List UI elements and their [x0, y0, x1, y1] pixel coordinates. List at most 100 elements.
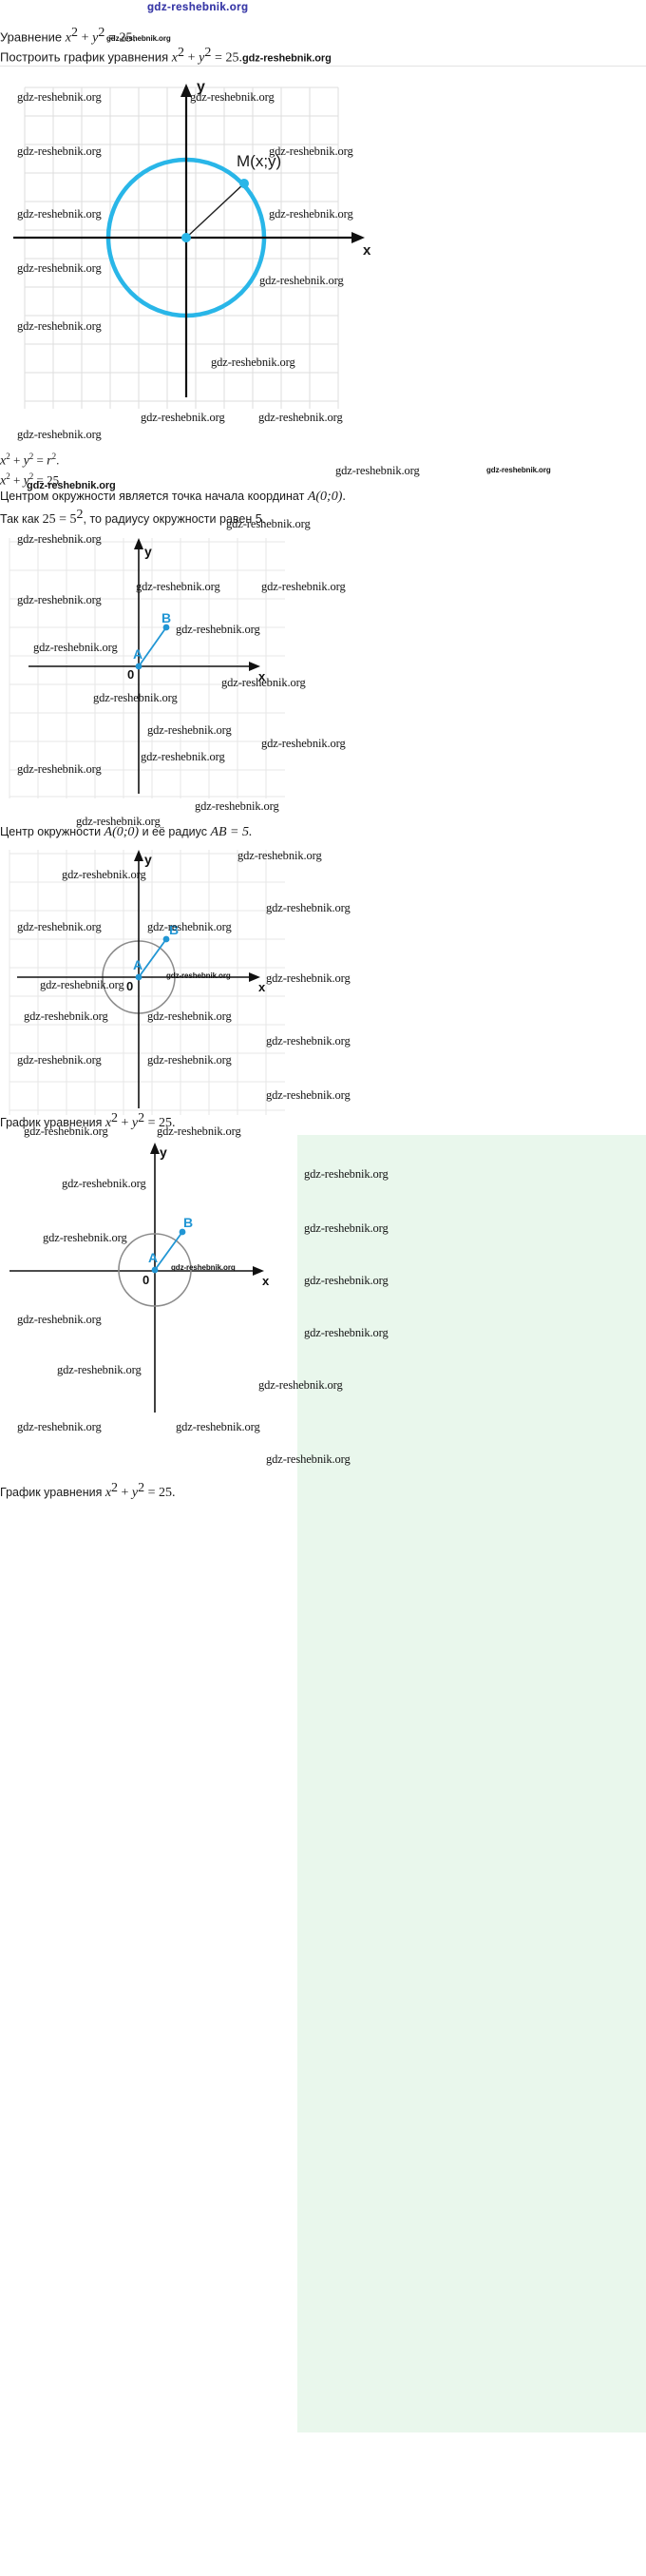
point-b [179, 1228, 186, 1236]
title-var-y: y [92, 30, 99, 46]
task-var-y: y [199, 50, 205, 66]
point-m [239, 179, 249, 188]
goe-value: 25. [159, 1116, 176, 1131]
y-axis-label: y [160, 1144, 167, 1160]
point-a-label: A [133, 957, 143, 972]
origin-point [181, 233, 191, 242]
grid-lines [24, 87, 339, 409]
watermark: gdz-reshebnik.org [17, 428, 102, 441]
task-var-x: x [171, 50, 179, 66]
center-dot: . [342, 490, 346, 504]
task-value: 25. [225, 50, 243, 66]
divider [0, 66, 646, 67]
point-b [162, 935, 170, 943]
gf-dot: . [56, 452, 60, 468]
axes [13, 91, 357, 397]
y-axis-arrow [180, 84, 192, 97]
radius-prefix: Так как [0, 512, 40, 527]
footer-y: y [131, 1486, 139, 1501]
axes [17, 857, 253, 1108]
segment-ab [138, 938, 167, 978]
radius-5: 5 [69, 512, 77, 528]
point-b-label: B [183, 1215, 194, 1230]
task-prefix: Построить график уравнения [0, 49, 169, 65]
page-title: Уравнение x2 + y2 = 25. [0, 26, 136, 46]
x-axis-label: x [262, 1274, 270, 1288]
x-axis-label: x [258, 669, 266, 683]
goe-y: y [131, 1116, 139, 1131]
footer-value: 25. [159, 1486, 176, 1501]
graph-of-equation-line: График уравнения x2 + y2 = 25. [0, 1111, 176, 1131]
radius-suffix: , то радиусу окружности равен 5. [83, 512, 266, 527]
footer-x-exp: 2 [111, 1481, 119, 1495]
title-x-exp: 2 [70, 26, 78, 40]
eq-equals: = [36, 472, 44, 488]
origin-label: 0 [126, 979, 134, 993]
grid-lines [9, 850, 285, 1115]
watermark: gdz-reshebnik.org [486, 466, 551, 474]
watermark: gdz-reshebnik.org [17, 1420, 102, 1433]
segment-ab [138, 626, 167, 667]
title-prefix: Уравнение [0, 29, 63, 45]
brand-watermark: gdz-reshebnik.org [147, 2, 249, 13]
circle-graph [118, 1233, 192, 1307]
goe-eq: = [147, 1116, 156, 1131]
task-eq: = [215, 50, 222, 66]
figure-4-canvas [10, 1143, 264, 1413]
watermark: gdz-reshebnik.org [176, 1420, 260, 1433]
eq-x-exp: 2 [6, 471, 10, 481]
radius-eq: = [59, 512, 67, 528]
task-line: Построить график уравнения x2 + y2 = 25.… [0, 46, 332, 66]
grid-lines [9, 538, 285, 798]
y-axis-label: y [144, 544, 152, 559]
cr-ab: AB = 5. [210, 825, 253, 839]
center-point: A(0;0) [307, 490, 343, 504]
figure-2-canvas [9, 538, 285, 798]
radius-25: 25 [42, 512, 56, 528]
cr-prefix: Центр окружности [0, 825, 102, 838]
goe-plus: + [121, 1116, 129, 1131]
eq-plus: + [12, 472, 21, 488]
eq-y: y [23, 473, 29, 489]
y-axis-arrow [134, 850, 143, 861]
x-axis-label: x [363, 242, 371, 259]
figure-3-canvas [9, 850, 285, 1115]
x-axis-arrow [352, 232, 365, 243]
y-axis-label: y [197, 79, 205, 95]
equation-line: x2 + y2 = 25 [0, 471, 59, 489]
x-axis-arrow [253, 1266, 264, 1276]
segment-ab [154, 1231, 183, 1271]
title-value: 25. [119, 30, 137, 46]
eq-y-exp: 2 [28, 471, 34, 481]
watermark: gdz-reshebnik.org [242, 52, 332, 65]
general-form-line: x2 + y2 = r2. [0, 452, 59, 469]
point-m-label: M(x;y) [237, 152, 282, 170]
radius-statement: Так как 25 = 52, то радиусу окружности р… [0, 508, 265, 528]
highlight-band [297, 1135, 646, 2432]
eq-x: x [0, 473, 7, 489]
gf-y-exp: 2 [28, 452, 34, 461]
point-b-label: B [169, 922, 180, 937]
point-a [135, 663, 142, 670]
radius-5-exp: 2 [76, 508, 84, 522]
footer-line: График уравнения x2 + y2 = 25. [0, 1481, 176, 1501]
figure-3: y x 0 B A [0, 844, 304, 1120]
point-b-label: B [162, 610, 172, 625]
title-y-exp: 2 [98, 26, 105, 40]
gf-y: y [23, 453, 29, 469]
cr-point: A(0;0) [104, 825, 140, 839]
goe-y-exp: 2 [138, 1111, 145, 1125]
figure-4: y x 0 B A [0, 1137, 304, 1422]
goe-x: x [104, 1116, 112, 1131]
figure-2: y x 0 B A [0, 532, 304, 803]
point-a-label: A [148, 1250, 159, 1265]
footer-x: x [104, 1486, 112, 1501]
watermark: gdz-reshebnik.org [335, 464, 420, 477]
footer-y-exp: 2 [138, 1481, 145, 1495]
gf-plus: + [12, 452, 21, 468]
x-axis-arrow [249, 662, 260, 671]
cr-mid: и её радиус [142, 825, 207, 838]
y-axis-label: y [144, 852, 152, 867]
point-a [135, 973, 142, 981]
